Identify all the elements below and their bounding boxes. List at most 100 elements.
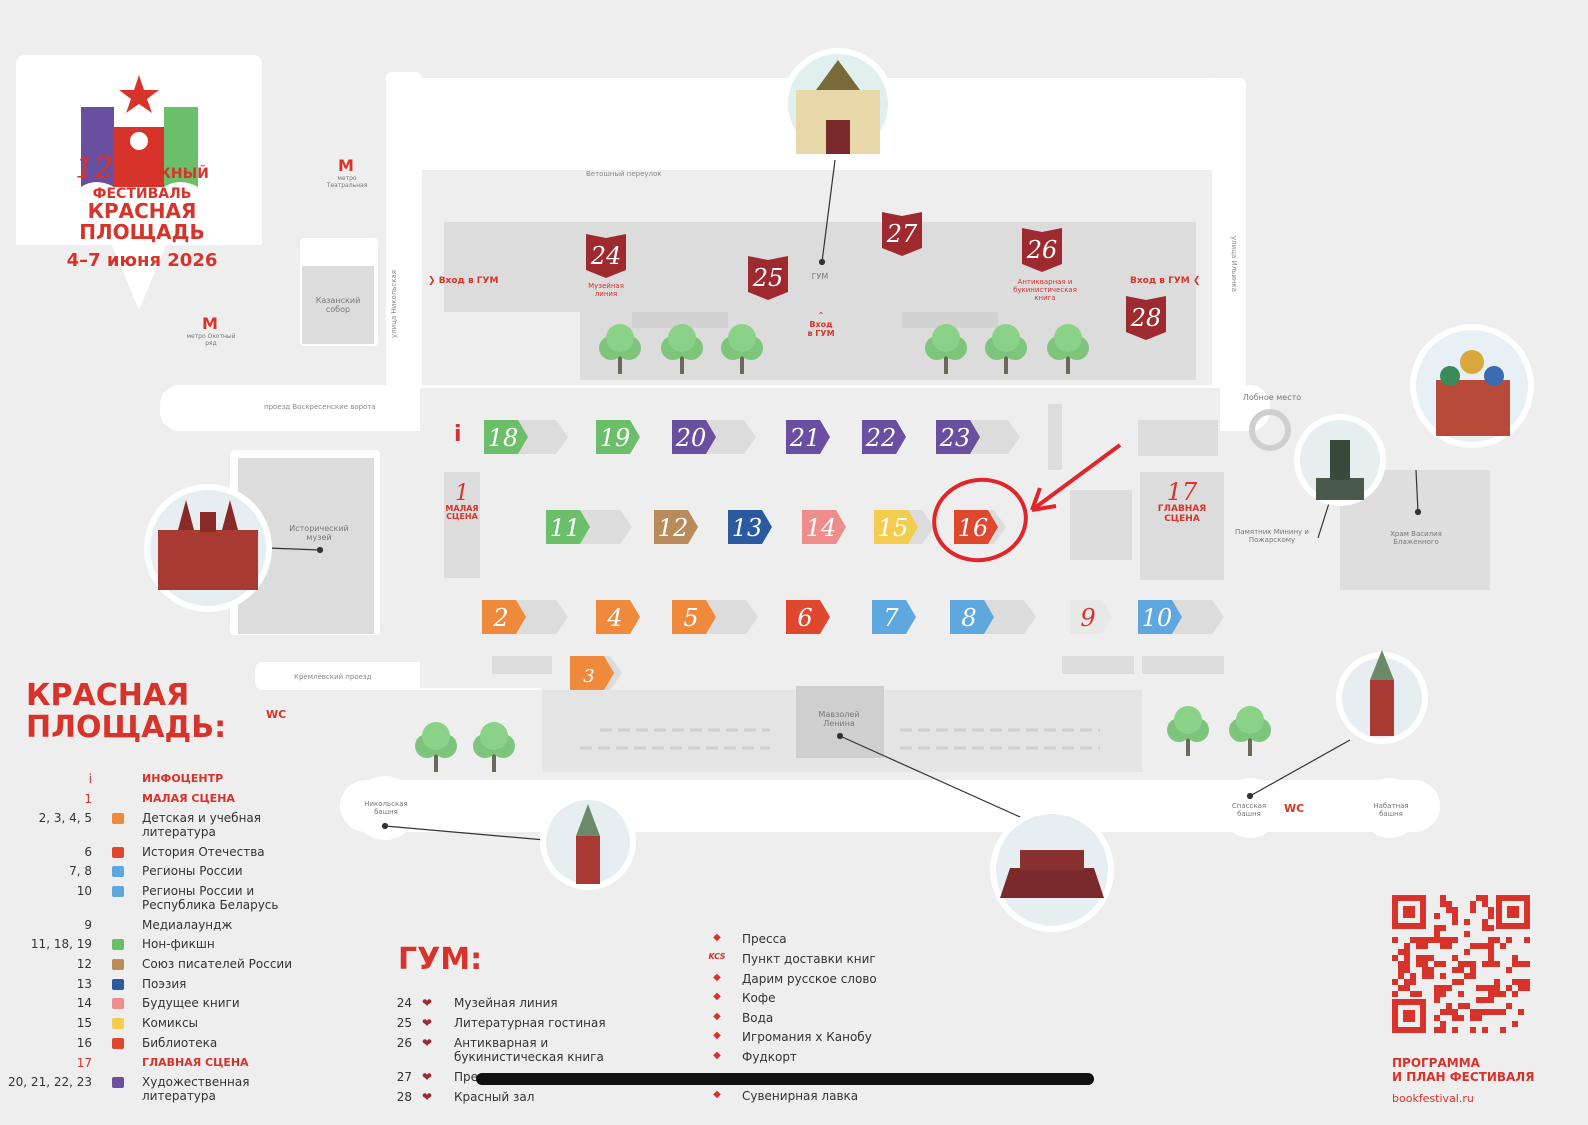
service-item: ◆ Вода: [706, 1011, 926, 1029]
book-icon: ❤: [422, 996, 433, 1010]
legend-item-number: 17: [76, 1056, 92, 1070]
stand-16[interactable]: 16: [954, 510, 1006, 544]
legend-item-label: Будущее книги: [142, 996, 240, 1010]
service-label: Дарим русское слово: [742, 972, 877, 986]
legend-item-number: 13: [76, 977, 92, 991]
stand-2[interactable]: 2: [482, 600, 568, 634]
qr-url[interactable]: bookfestival.ru: [1392, 1092, 1474, 1105]
legend-item-number: 7, 8: [69, 864, 92, 878]
gum-book-27[interactable]: 27: [882, 212, 922, 256]
gum-book-28[interactable]: 28: [1126, 296, 1166, 340]
stand-18[interactable]: 18: [484, 420, 568, 454]
gum-entry-left[interactable]: ❯ Вход в ГУМ: [428, 276, 499, 286]
gum-entry-right[interactable]: Вход в ГУМ ❮: [1130, 276, 1201, 286]
book-icon: ❤: [422, 1090, 433, 1104]
info-stand[interactable]: i: [454, 422, 462, 447]
stand-5[interactable]: 5: [672, 600, 758, 634]
festival-dates: 4–7 июня 2026: [66, 250, 218, 272]
stand-number: 20: [675, 424, 707, 452]
stand-10[interactable]: 10: [1138, 600, 1224, 634]
legend-item-label: Художественная литература: [142, 1075, 250, 1104]
stand-14[interactable]: 14: [802, 510, 846, 544]
qr-code[interactable]: [1392, 895, 1530, 1033]
mausoleum-block: [796, 686, 884, 758]
legend-item-number: 20, 21, 22, 23: [8, 1075, 92, 1089]
gum-legend-title: ГУМ:: [398, 942, 483, 977]
gum-book-24[interactable]: 24: [586, 234, 626, 278]
stand-7[interactable]: 7: [872, 600, 916, 634]
stand-3[interactable]: 3: [570, 656, 622, 690]
stand-number: 2: [492, 604, 508, 632]
gum-legend-label: Музейная линия: [454, 996, 558, 1010]
stand-number: 19: [600, 424, 631, 452]
stand-6[interactable]: 6: [786, 600, 830, 634]
coffee-icon: ◆: [713, 991, 721, 1002]
stand-23[interactable]: 23: [936, 420, 1020, 454]
legend-color-swatch: [112, 1038, 124, 1049]
gum26-sublabel: Антикварная и букинистическая книга: [1013, 278, 1077, 303]
legend-color-swatch: [112, 886, 124, 897]
stand-15[interactable]: 15: [874, 510, 934, 544]
legend-color-swatch: [112, 813, 124, 824]
gum-legend-label: Антикварная и букинистическая книга: [454, 1036, 604, 1064]
fork-knife-icon: ◆: [713, 1050, 721, 1061]
legend-item-label: МАЛАЯ СЦЕНА: [142, 792, 235, 805]
gum-legend-item: 25❤Литературная гостиная: [392, 1016, 632, 1034]
stand-9[interactable]: 9: [1070, 600, 1112, 634]
main-stage[interactable]: 17 ГЛАВНАЯ СЦЕНА: [1157, 478, 1207, 524]
passage-voskr: проезд Воскресенские ворота: [264, 403, 376, 411]
stand-number: 14: [806, 514, 837, 542]
service-label: Вода: [742, 1011, 774, 1025]
gum-book-25[interactable]: 25: [748, 256, 788, 300]
wc-label-2: WC: [1284, 802, 1305, 815]
festival-name-2: КРАСНАЯ ПЛОЩАДЬ: [79, 199, 205, 245]
gum-legend-item: 26❤Антикварная и букинистическая книга: [392, 1036, 632, 1064]
stand-20[interactable]: 20: [672, 420, 756, 454]
service-label: Кофе: [742, 991, 776, 1005]
stand-19[interactable]: 19: [596, 420, 640, 454]
minin-monument-circle: [1294, 414, 1386, 506]
minin-label: Памятник Минину и Пожарскому: [1235, 528, 1309, 545]
stand-13[interactable]: 13: [728, 510, 772, 544]
stand-12[interactable]: 12: [654, 510, 698, 544]
metro-icon-2: M: [202, 314, 218, 333]
stand-4[interactable]: 4: [596, 600, 640, 634]
small-stage[interactable]: 1 МАЛАЯ СЦЕНА: [445, 481, 479, 522]
stand-number: 23: [939, 424, 971, 452]
stand-number: 5: [683, 604, 698, 632]
stand-number: 22: [865, 424, 897, 452]
legend-item-label: Поэзия: [142, 977, 187, 991]
legend-color-swatch: [112, 979, 124, 990]
legend-item: 20, 21, 22, 23 Художественная литература: [0, 1075, 300, 1103]
stand-11[interactable]: 11: [546, 510, 632, 544]
gum-label: ГУМ: [811, 272, 829, 281]
megaphone-icon: ◆: [713, 932, 721, 943]
stand-22[interactable]: 22: [862, 420, 906, 454]
stand-8[interactable]: 8: [950, 600, 1036, 634]
gamepad-icon: ◆: [713, 1030, 721, 1041]
service-item: ◆ Кофе: [706, 991, 926, 1009]
book-icon: ❤: [422, 1070, 433, 1084]
street-vetoshny: Ветошный переулок: [586, 170, 662, 178]
water-drop-icon: ◆: [713, 1011, 721, 1022]
stand-number: 9: [1080, 604, 1095, 632]
gum-book-26[interactable]: 26: [1022, 228, 1062, 272]
stand-21[interactable]: 21: [786, 420, 830, 454]
gum-entry-center[interactable]: ⌃Вход в ГУМ: [807, 311, 835, 338]
stand-number: 6: [797, 604, 812, 632]
legend-item-label: Союз писателей России: [142, 957, 293, 971]
legend-item-label: История Отечества: [142, 845, 265, 859]
legend-item-number: 15: [76, 1016, 92, 1030]
vasily-label: Храм Василия Блаженного: [1390, 530, 1442, 547]
mausoleum-circle: [990, 808, 1114, 932]
legend-item: 13 Поэзия: [0, 977, 300, 995]
logo-card: 12 КНИЖНЫЙ ФЕСТИВАЛЬ КРАСНАЯ ПЛОЩАДЬ 4–7…: [16, 55, 262, 310]
gum-book-number: 25: [752, 264, 784, 292]
legend-item-number: 10: [76, 884, 92, 898]
